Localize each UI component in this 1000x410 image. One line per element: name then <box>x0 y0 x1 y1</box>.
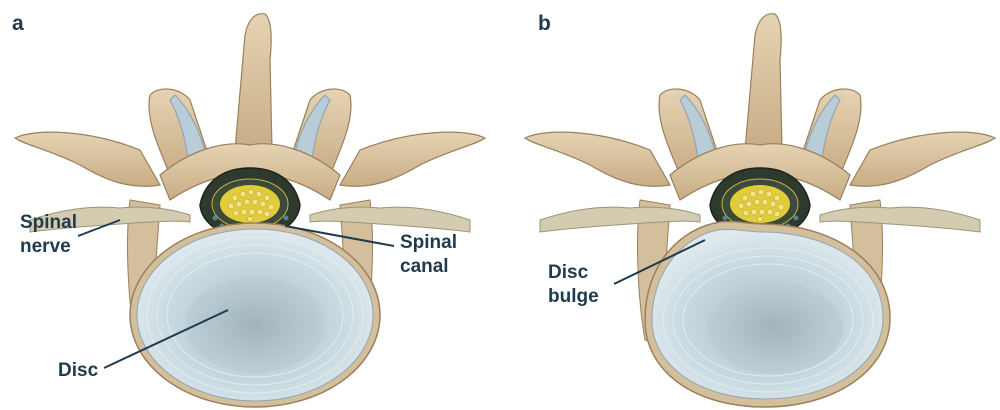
label-disc: Disc <box>58 360 99 381</box>
panel-b: b Disc bulge <box>525 12 995 407</box>
panel-a-letter: a <box>12 12 24 35</box>
label-disc-bulge: Disc bulge <box>548 262 599 307</box>
panel-a: a Spinal nerve Spinal canal Disc <box>12 12 485 407</box>
label-spinal-nerve: Spinal nerve <box>20 212 82 257</box>
label-spinal-canal: Spinal canal <box>400 232 462 277</box>
panel-b-letter: b <box>538 12 551 35</box>
